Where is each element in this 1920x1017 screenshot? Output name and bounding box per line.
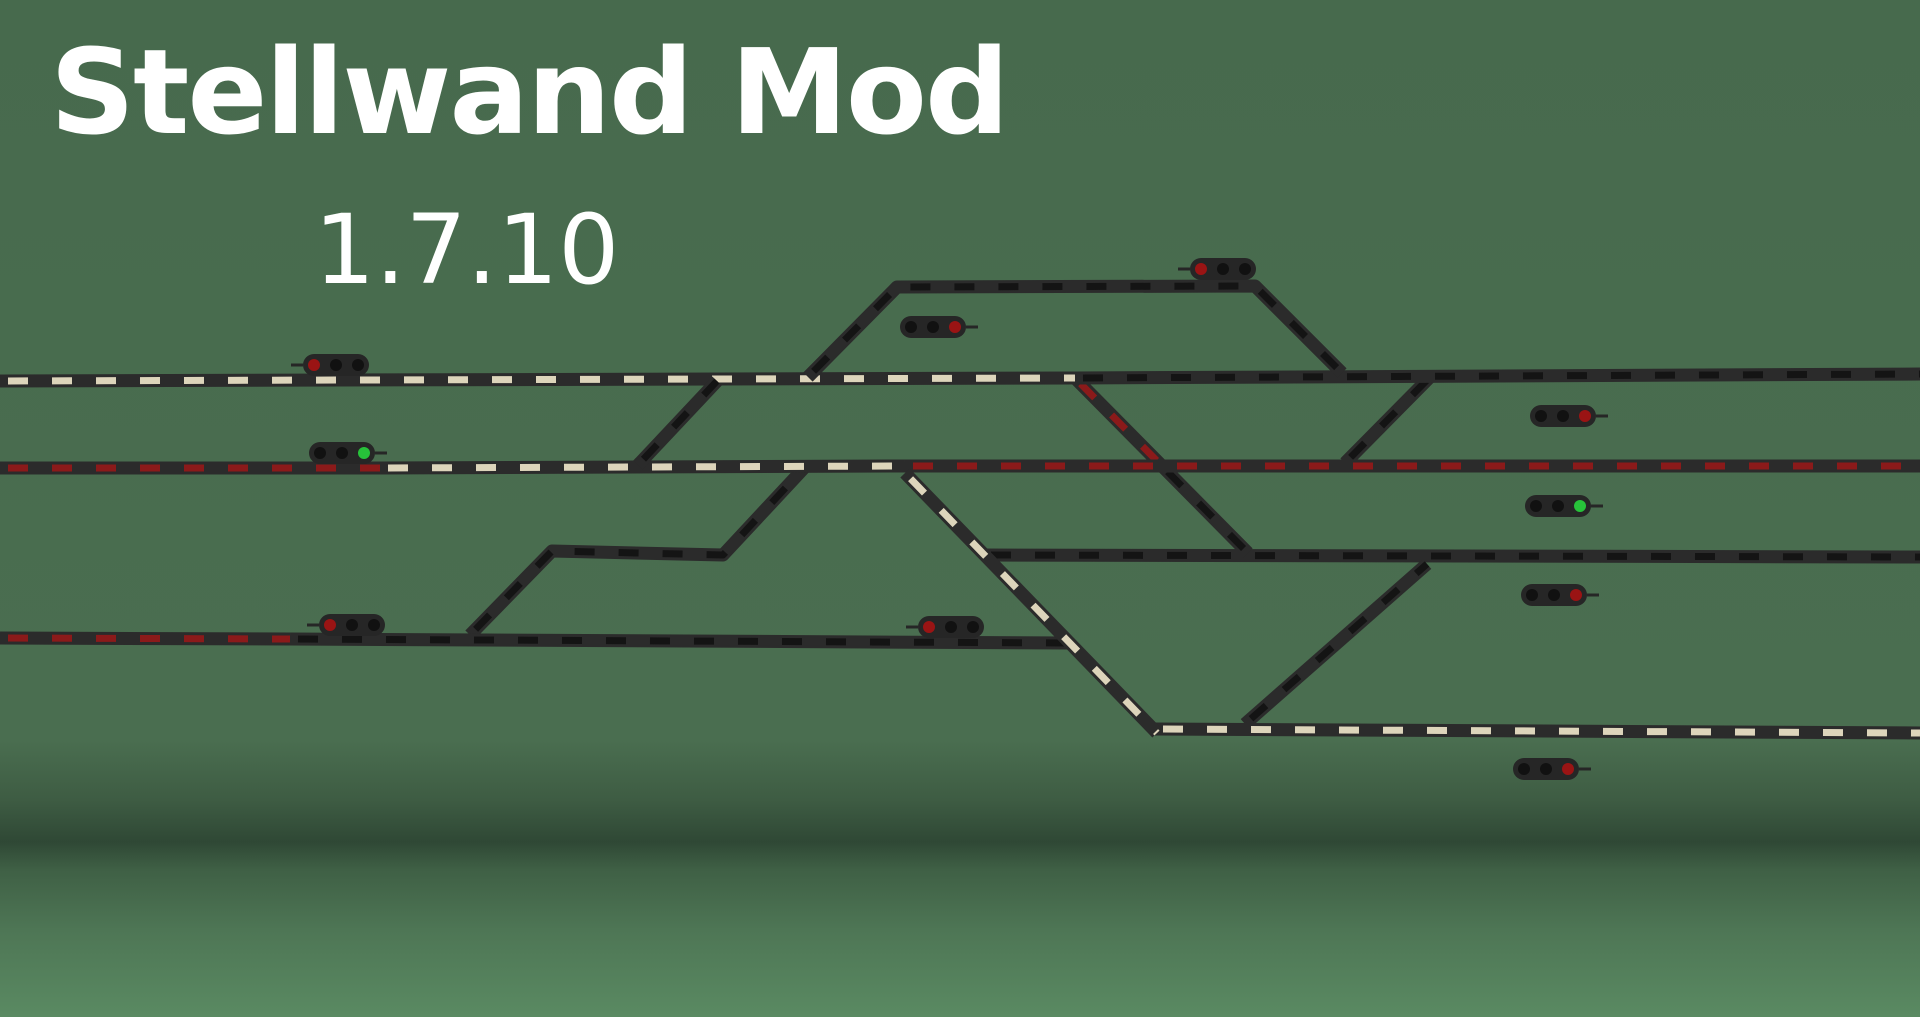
diagonal-route[interactable] [900, 468, 1162, 738]
signal-lamp-off [967, 621, 979, 633]
signal-lamp-off [1535, 410, 1547, 422]
signal-track3-mid[interactable] [906, 616, 984, 638]
crossover-2[interactable] [982, 548, 1920, 564]
signal-lamp-off [1530, 500, 1542, 512]
signal-lamp-off [346, 619, 358, 631]
signal-upper-loop-west[interactable] [900, 316, 978, 338]
signal-lower-loop-east[interactable] [1513, 758, 1591, 780]
track-bed [1240, 559, 1432, 729]
signal-lamp-off [1540, 763, 1552, 775]
crossover-4[interactable] [1157, 461, 1253, 558]
signal-lamp-lit [949, 321, 961, 333]
track-3-right[interactable] [289, 632, 1069, 650]
track-segment-icon [0, 634, 291, 643]
track-segment-icon [902, 470, 1160, 736]
mod-title: Stellwand Mod [50, 23, 1009, 161]
signal-middle-loop-east[interactable] [1521, 584, 1599, 606]
signals-layer [291, 258, 1608, 780]
track-segment-icon [1072, 375, 1165, 469]
signal-lamp-off [330, 359, 342, 371]
signal-lamp-lit [324, 619, 336, 631]
signal-upper-loop-east[interactable] [1178, 258, 1256, 280]
signal-lamp-off [368, 619, 380, 631]
crossover-1[interactable] [465, 462, 810, 640]
signal-lamp-lit [923, 621, 935, 633]
signal-lamp-off [945, 621, 957, 633]
signal-lamp-off [352, 359, 364, 371]
crossover-5[interactable] [1340, 370, 1437, 468]
crossover-6[interactable] [1240, 559, 1432, 729]
signal-track1-west[interactable] [291, 354, 369, 376]
signal-lamp-off [905, 321, 917, 333]
signal-lamp-off [1552, 500, 1564, 512]
signal-track2-east[interactable] [1525, 495, 1603, 517]
signal-lamp-off [1217, 263, 1229, 275]
signal-lamp-off [1518, 763, 1530, 775]
signal-lamp-off [1239, 263, 1251, 275]
track-segment-icon [1242, 561, 1430, 727]
signal-track1-east[interactable] [1530, 405, 1608, 427]
crossover-3[interactable] [1070, 373, 1167, 471]
signal-lamp-lit [1579, 410, 1591, 422]
signal-lamp-off [336, 447, 348, 459]
signal-lamp-lit [1574, 500, 1586, 512]
track-segment-icon [0, 374, 1076, 385]
track-bed [289, 632, 1069, 650]
track-segment-icon [1074, 370, 1920, 382]
signal-lamp-off [927, 321, 939, 333]
signal-lamp-lit [1195, 263, 1207, 275]
track-segment-icon [467, 464, 808, 638]
middle-loop[interactable] [633, 376, 722, 470]
signal-track2-west[interactable] [309, 442, 387, 464]
tracks-layer [0, 279, 1920, 740]
signal-lamp-lit [1562, 763, 1574, 775]
track-3-left[interactable] [0, 631, 291, 646]
track-segment-icon [635, 378, 720, 468]
track-1-left[interactable] [0, 371, 1076, 388]
track-1-right[interactable] [1074, 367, 1920, 385]
signal-track3-west[interactable] [307, 614, 385, 636]
signal-lamp-off [1548, 589, 1560, 601]
version-label: 1.7.10 [314, 194, 620, 306]
track-segment-icon [1159, 463, 1251, 556]
signal-lamp-lit [1570, 589, 1582, 601]
signal-lamp-lit [358, 447, 370, 459]
track-segment-icon [1154, 725, 1920, 737]
signal-lamp-off [314, 447, 326, 459]
signal-lamp-off [1557, 410, 1569, 422]
signal-lamp-lit [308, 359, 320, 371]
lower-loop[interactable] [1154, 722, 1920, 740]
signal-lamp-off [1526, 589, 1538, 601]
track-segment-icon [805, 282, 1345, 380]
track-segment-icon [982, 551, 1920, 561]
track-segment-icon [1342, 372, 1435, 466]
upper-loop[interactable] [803, 279, 1347, 382]
